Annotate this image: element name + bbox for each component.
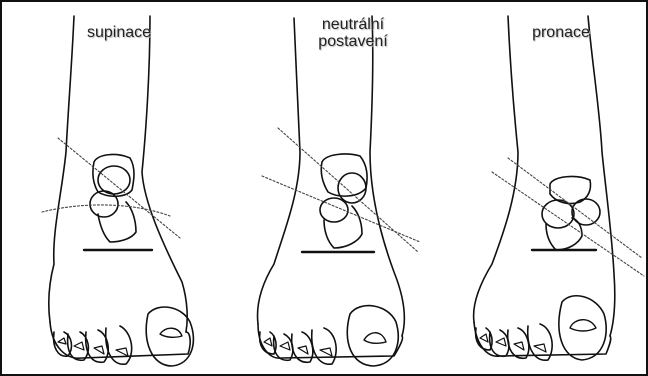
- foot-supinace: [49, 16, 194, 366]
- axis-lines-pronace: [492, 158, 644, 276]
- label-neutral-position: neutrální postavení: [298, 16, 408, 50]
- label-pronace: pronace: [516, 24, 606, 41]
- foot-neutral: [258, 16, 405, 366]
- axis-lines-supinace: [42, 138, 180, 238]
- axis-lines-neutral: [262, 128, 420, 252]
- label-neutral-line2: postavení: [298, 33, 408, 50]
- foot-pronace: [474, 16, 615, 360]
- label-neutral-line1: neutrální: [298, 16, 408, 33]
- label-supinace: supinace: [74, 24, 164, 41]
